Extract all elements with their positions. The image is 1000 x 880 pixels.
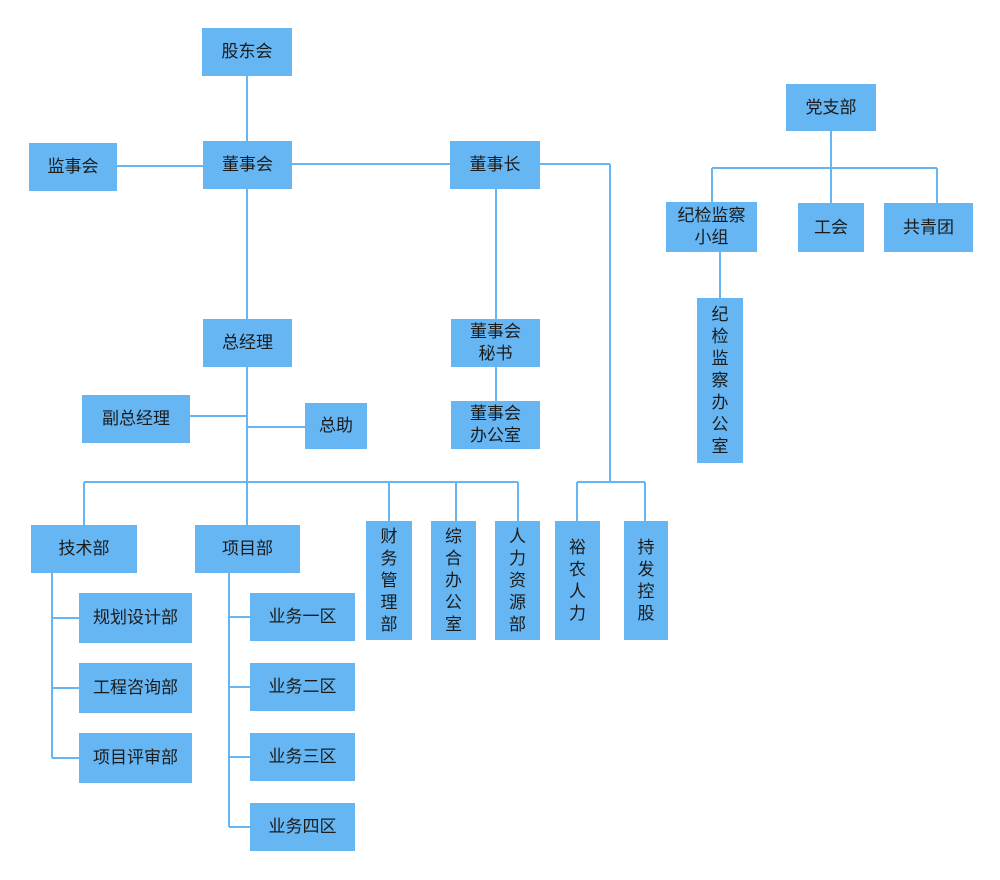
- node-yunong-hr[interactable]: 裕 农 人 力: [555, 521, 600, 640]
- node-board-of-supervisors[interactable]: 监事会: [29, 143, 117, 191]
- node-chairman[interactable]: 董事长: [450, 141, 540, 189]
- node-admin-office[interactable]: 综 合 办 公 室: [431, 521, 476, 640]
- node-technology-dept[interactable]: 技术部: [31, 525, 137, 573]
- node-general-assistant[interactable]: 总助: [305, 403, 367, 449]
- node-finance-dept[interactable]: 财 务 管 理 部: [366, 521, 412, 640]
- node-planning-design-dept[interactable]: 规划设计部: [79, 593, 192, 643]
- node-board-secretary[interactable]: 董事会 秘书: [451, 319, 540, 367]
- node-board-of-directors[interactable]: 董事会: [203, 141, 292, 189]
- node-project-review-dept[interactable]: 项目评审部: [79, 733, 192, 783]
- node-discipline-inspection-group[interactable]: 纪检监察 小组: [666, 202, 757, 252]
- node-project-dept[interactable]: 项目部: [195, 525, 300, 573]
- node-discipline-inspection-office[interactable]: 纪 检 监 察 办 公 室: [697, 298, 743, 463]
- node-chifa-holding[interactable]: 持 发 控 股: [624, 521, 668, 640]
- node-shareholders-meeting[interactable]: 股东会: [202, 28, 292, 76]
- node-trade-union[interactable]: 工会: [798, 203, 864, 252]
- node-business-zone-3[interactable]: 业务三区: [250, 733, 355, 781]
- node-business-zone-1[interactable]: 业务一区: [250, 593, 355, 641]
- node-engineering-consulting-dept[interactable]: 工程咨询部: [79, 663, 192, 713]
- node-party-branch[interactable]: 党支部: [786, 84, 876, 131]
- node-youth-league[interactable]: 共青团: [884, 203, 973, 252]
- node-board-office[interactable]: 董事会 办公室: [451, 401, 540, 449]
- node-business-zone-4[interactable]: 业务四区: [250, 803, 355, 851]
- node-deputy-general-manager[interactable]: 副总经理: [82, 395, 190, 443]
- node-business-zone-2[interactable]: 业务二区: [250, 663, 355, 711]
- node-general-manager[interactable]: 总经理: [203, 319, 292, 367]
- node-hr-dept[interactable]: 人 力 资 源 部: [495, 521, 540, 640]
